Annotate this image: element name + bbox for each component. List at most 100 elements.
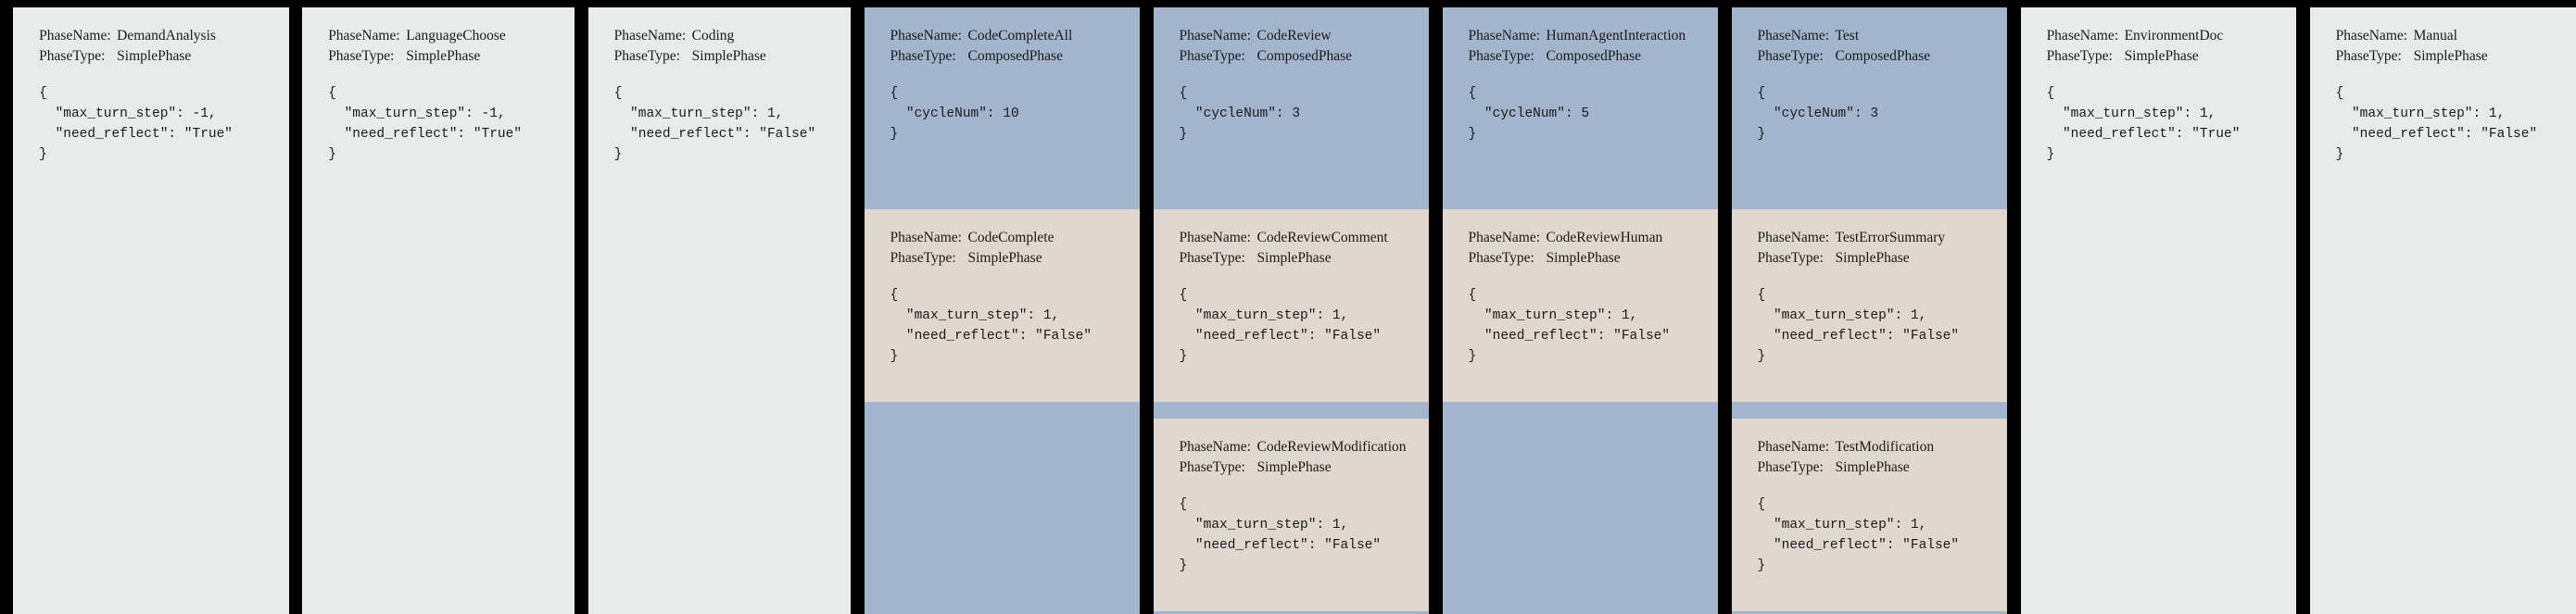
column-divider (575, 7, 588, 614)
phase-type-row: PhaseType:ComposedPhase (890, 46, 1115, 67)
phase-type-label: PhaseType: (1179, 250, 1245, 267)
phase-json-config: { "max_turn_step": 1, "need_reflect": "F… (2335, 85, 2538, 163)
phase-type-label: PhaseType: (1179, 48, 1245, 65)
phase-name-row: PhaseName:TestModification (1758, 437, 1982, 457)
cycle-separator-strip (864, 402, 1141, 419)
phase-name-value: TestErrorSummary (1835, 230, 1946, 245)
phase-type-value: ComposedPhase (1546, 48, 1641, 65)
phase-type-label: PhaseType: (1468, 250, 1534, 267)
phase-json-config: { "max_turn_step": 1, "need_reflect": "F… (1757, 496, 1960, 574)
phase-json-config: { "max_turn_step": -1, "need_reflect": "… (39, 85, 234, 163)
board-left-margin (0, 7, 14, 614)
phase-json-config: { "max_turn_step": 1, "need_reflect": "F… (1179, 287, 1382, 365)
column-divider (2007, 7, 2021, 614)
phase-type-value: SimplePhase (1835, 250, 1910, 267)
phase-name-value: LanguageChoose (406, 28, 506, 44)
phase-name-label: PhaseName: (613, 28, 687, 44)
phase-name-label: PhaseName: (890, 230, 962, 245)
phase-type-value: SimplePhase (406, 48, 481, 65)
phase-name-row: PhaseName:DemandAnalysis (39, 26, 263, 46)
cycle-separator-strip (1731, 611, 2008, 614)
column-divider (851, 7, 865, 614)
phase-name-label: PhaseName: (2335, 28, 2408, 44)
phase-json-config: { "max_turn_step": -1, "need_reflect": "… (328, 85, 523, 163)
phase-type-value: ComposedPhase (1835, 48, 1931, 65)
phase-name-label: PhaseName: (1179, 28, 1251, 44)
phase-json-config: { "cycleNum": 5 } (1468, 85, 1590, 142)
phase-name-value: EnvironmentDoc (2124, 28, 2224, 44)
phase-name-label: PhaseName: (328, 28, 400, 44)
phase-json-config: { "max_turn_step": 1, "need_reflect": "F… (890, 287, 1092, 365)
phase-name-row: PhaseName:CodeCompleteAll (890, 26, 1115, 46)
phase-type-row: PhaseType:SimplePhase (1758, 248, 1982, 269)
phase-name-label: PhaseName: (1468, 230, 1541, 245)
phase-type-label: PhaseType: (39, 48, 106, 65)
phase-name-value: CodeReviewHuman (1546, 230, 1663, 245)
column-divider (2296, 7, 2310, 614)
phase-json-config: { "cycleNum": 10 } (890, 85, 1019, 142)
phase-name-row: PhaseName:Test (1758, 26, 1982, 46)
phase-name-value: CodeReview (1256, 28, 1332, 44)
phase-type-label: PhaseType: (890, 48, 956, 65)
phase-type-row: PhaseType:SimplePhase (328, 46, 549, 67)
phase-type-row: PhaseType:ComposedPhase (1180, 46, 1404, 67)
phase-type-value: SimplePhase (1256, 250, 1332, 267)
phase-type-label: PhaseType: (890, 250, 956, 267)
phase-type-value: SimplePhase (2124, 48, 2199, 65)
phase-name-value: TestModification (1835, 439, 1935, 455)
cycle-separator-strip (1153, 611, 1430, 614)
phase-name-value: CodeReviewComment (1256, 230, 1388, 245)
composed-phase-filler (1442, 419, 1719, 614)
phase-type-label: PhaseType: (2335, 48, 2402, 65)
phase-type-row: PhaseType:SimplePhase (1180, 457, 1404, 478)
composed-phase-filler (864, 419, 1141, 614)
phase-json-config: { "max_turn_step": 1, "need_reflect": "F… (1757, 287, 1960, 365)
phase-name-label: PhaseName: (1468, 28, 1541, 44)
column-divider (1140, 7, 1154, 614)
phase-json-config: { "max_turn_step": 1, "need_reflect": "F… (1468, 287, 1671, 365)
phase-name-row: PhaseName:CodeComplete (890, 228, 1115, 248)
phase-type-row: PhaseType:SimplePhase (1758, 457, 1982, 478)
phase-type-row: PhaseType:ComposedPhase (1469, 46, 1693, 67)
column-divider (1429, 7, 1443, 614)
phase-name-row: PhaseName: CodeReviewHuman (1469, 228, 1693, 248)
phase-type-value: SimplePhase (691, 48, 766, 65)
phase-type-row: PhaseType:ComposedPhase (1758, 46, 1982, 67)
